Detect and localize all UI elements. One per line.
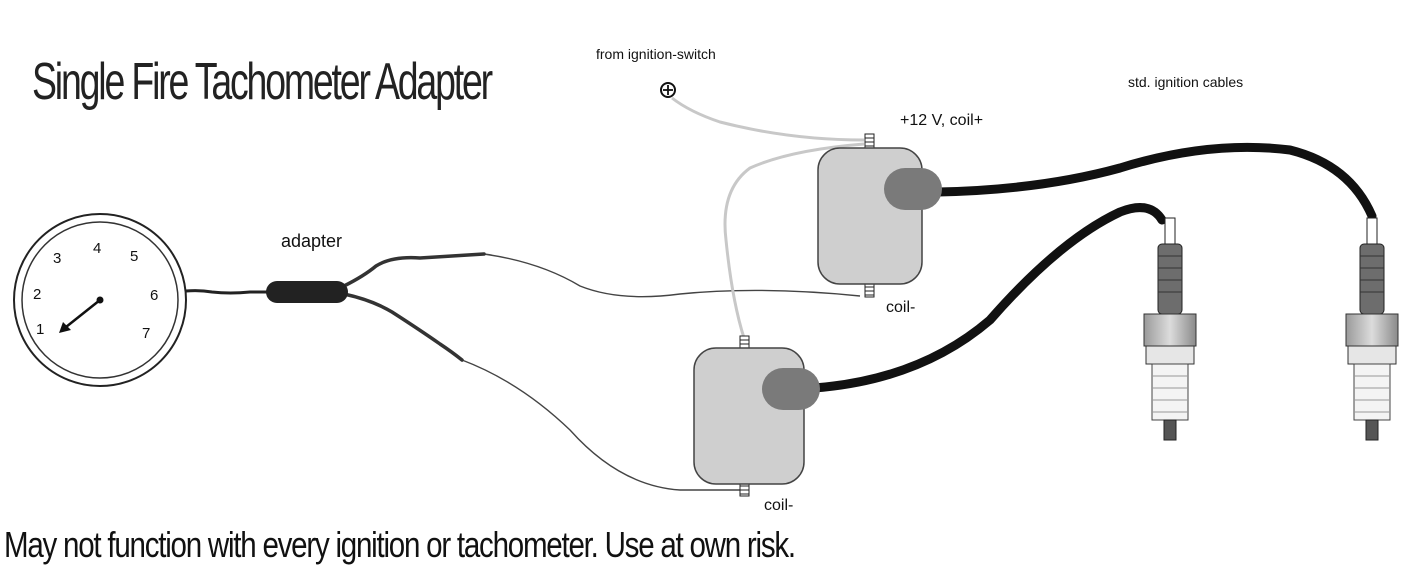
- adapter-body: [266, 281, 348, 303]
- thin-wires: [185, 253, 861, 491]
- diagram-title: Single Fire Tachometer Adapter: [32, 53, 493, 111]
- plug-left-hex: [1143, 313, 1197, 347]
- coil-upper-top-terminal: [864, 133, 875, 149]
- disclaimer-note: May not function with every ignition or …: [4, 524, 796, 565]
- wire-tach-to-adapter: [185, 289, 268, 295]
- label-adapter: adapter: [281, 231, 343, 251]
- dial-number-4: 4: [93, 240, 101, 257]
- coil-upper-hv-cap: [884, 168, 942, 210]
- hv-cable-lower-coil: [809, 203, 1167, 393]
- label-coil-minus-lower: coil-: [764, 497, 794, 514]
- dial-number-1: 1: [36, 321, 44, 338]
- needle-tip-icon: [59, 322, 71, 333]
- tachometer-gauge: 1 2 3 4 5 6 7: [13, 213, 187, 387]
- plug-right-hex: [1345, 313, 1399, 347]
- coil-upper-bottom-terminal: [864, 282, 875, 298]
- coil-lower-hv-cap: [762, 368, 820, 410]
- wire-coil-plus-jumper: [723, 142, 865, 339]
- wire-adapter-to-upper-coil-neg: [483, 253, 861, 298]
- spark-plug-right: [1345, 217, 1399, 441]
- label-coil-plus: +12 V, coil+: [900, 112, 984, 129]
- plug-right-thread: [1353, 363, 1391, 421]
- adapter-lead-upper: [342, 252, 486, 288]
- spark-plug-left: [1143, 217, 1197, 441]
- wire-adapter-to-lower-coil-neg: [461, 359, 742, 491]
- hv-cables: [809, 142, 1377, 393]
- label-coil-minus-upper: coil-: [886, 299, 916, 316]
- adapter-leads: [342, 252, 486, 362]
- dial-number-7: 7: [142, 325, 150, 342]
- dial-number-5: 5: [130, 248, 138, 265]
- tachometer-needle: [65, 299, 101, 328]
- wire-switch-to-coil-plus: [671, 96, 865, 142]
- label-std-ignition-cables: std. ignition cables: [1128, 74, 1244, 90]
- ignition-feed: [660, 82, 865, 339]
- dial-number-6: 6: [150, 287, 158, 304]
- plug-left-terminal: [1164, 217, 1176, 245]
- needle-hub: [96, 296, 104, 304]
- dial-number-3: 3: [53, 250, 61, 267]
- dial-number-2: 2: [33, 286, 41, 303]
- plug-right-terminal: [1366, 217, 1378, 245]
- ignition-coil-lower: [693, 335, 820, 497]
- hv-cable-upper-coil: [933, 142, 1377, 221]
- adapter-lead-lower: [342, 292, 464, 362]
- label-ignition-switch: from ignition-switch: [596, 46, 716, 62]
- ignition-coil-upper: [817, 133, 942, 298]
- plug-left-thread: [1151, 363, 1189, 421]
